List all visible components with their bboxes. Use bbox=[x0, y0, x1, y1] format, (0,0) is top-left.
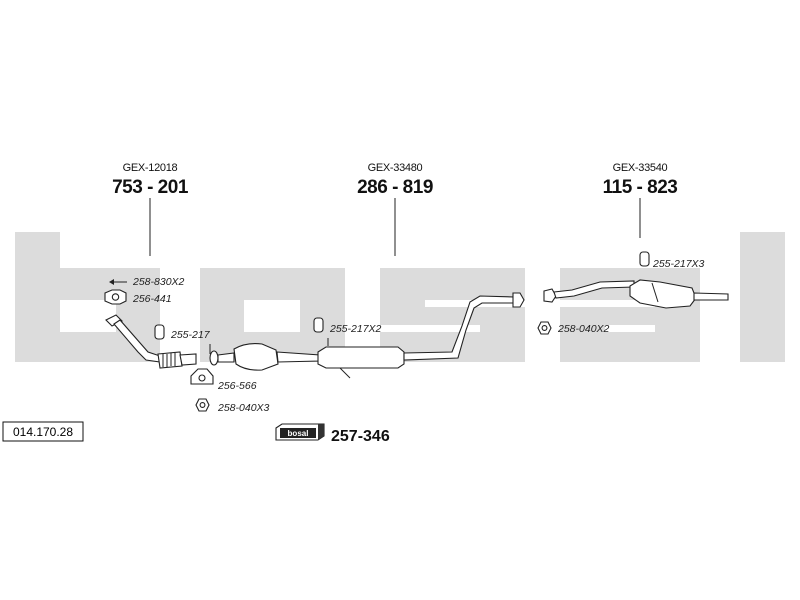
section-code: GEX-12018 bbox=[123, 162, 178, 174]
part-nut: 258-040X2 bbox=[537, 321, 610, 335]
front-pipe bbox=[105, 314, 197, 369]
part-hanger: 255-217X3 bbox=[639, 251, 705, 270]
kit-part-number: 257-346 bbox=[331, 428, 390, 445]
reference-number-box: 014.170.28 bbox=[2, 421, 84, 442]
part-nut: 258-040X3 bbox=[195, 398, 270, 414]
mounting-kit: bosal 257-346 bbox=[275, 423, 390, 445]
catalyst-section bbox=[209, 343, 321, 371]
part-hanger: 255-217 bbox=[154, 324, 211, 354]
part-number: 255-217X2 bbox=[329, 323, 382, 335]
section-part-number: 115 - 823 bbox=[603, 177, 678, 198]
part-hanger: 255-217X2 bbox=[313, 317, 382, 346]
part-number: 256-566 bbox=[217, 380, 257, 392]
part-gasket: 256-441 bbox=[104, 289, 172, 305]
part-bolt: 258-830X2 bbox=[109, 276, 185, 288]
section-code: GEX-33540 bbox=[613, 162, 668, 174]
kit-badge-text: bosal bbox=[288, 429, 309, 438]
section-header-front-pipe: GEX-12018 753 - 201 bbox=[112, 162, 189, 256]
section-part-number: 286 - 819 bbox=[357, 177, 433, 198]
part-number: 255-217X3 bbox=[652, 258, 705, 270]
reference-number: 014.170.28 bbox=[13, 425, 73, 439]
section-header-center-pipe: GEX-33480 286 - 819 bbox=[357, 162, 433, 256]
part-number: 258-830X2 bbox=[132, 276, 185, 288]
part-number: 258-040X2 bbox=[557, 323, 610, 335]
part-number: 255-217 bbox=[170, 329, 211, 341]
center-silencer bbox=[317, 292, 525, 379]
part-number: 258-040X3 bbox=[217, 402, 270, 414]
section-code: GEX-33480 bbox=[368, 162, 423, 174]
section-header-rear-silencer: GEX-33540 115 - 823 bbox=[603, 162, 678, 238]
rear-silencer bbox=[543, 279, 729, 309]
part-number: 256-441 bbox=[132, 293, 172, 305]
section-part-number: 753 - 201 bbox=[112, 177, 189, 198]
part-gasket: 256-566 bbox=[190, 368, 257, 392]
